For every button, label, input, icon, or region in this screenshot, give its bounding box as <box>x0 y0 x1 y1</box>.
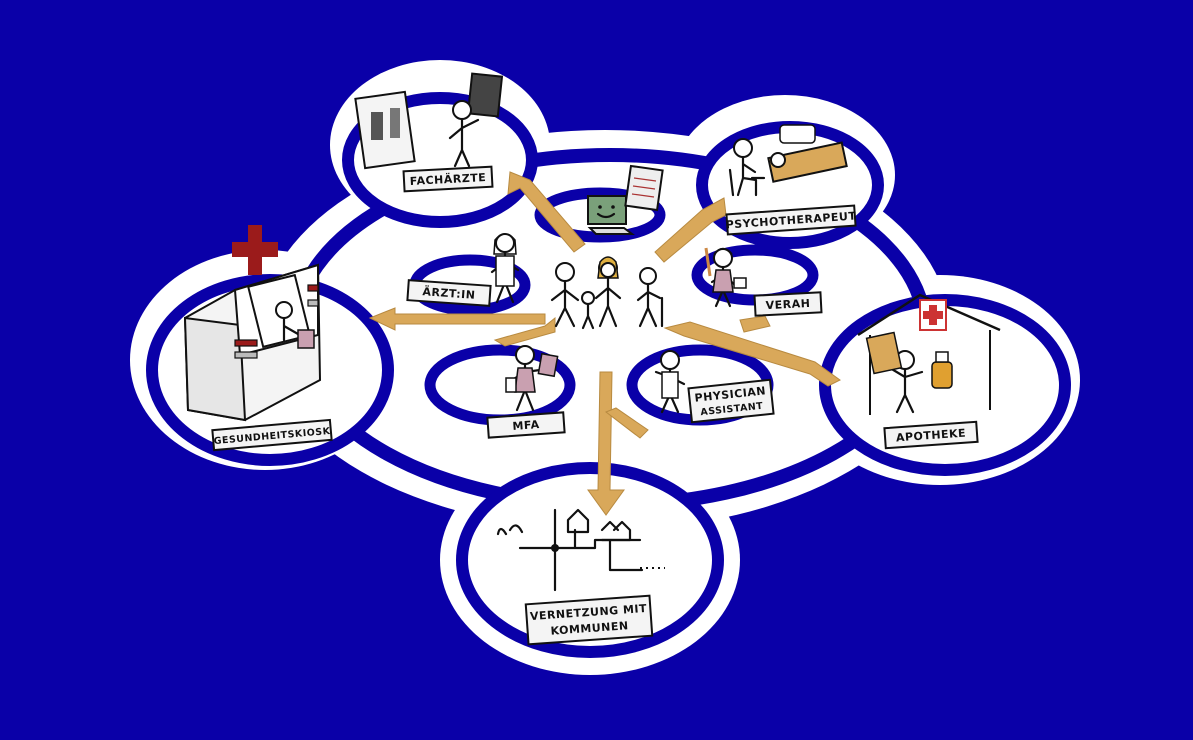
computer-icon <box>587 164 664 235</box>
label-psychotherapeut: PSYCHOTHERAPEUT <box>725 204 857 236</box>
aerztin-label-text: ÄRZT:IN <box>422 284 476 302</box>
label-gesundheitskiosk: GESUNDHEITSKIOSK <box>211 418 333 452</box>
arrow-to-fachaerzte <box>507 171 586 253</box>
psychotherapeut-illustration <box>728 124 848 197</box>
apotheke-label-text: APOTHEKE <box>896 427 967 445</box>
label-vernetzung: VERNETZUNG MIT KOMMUNEN <box>524 594 654 646</box>
pharmacy-sign-icon <box>919 299 947 331</box>
fachaerzte-illustration <box>354 72 504 170</box>
arrow-to-physician <box>604 407 649 439</box>
arrow-to-vernetzung <box>587 371 625 516</box>
fachaerzte-label-text: FACHÄRZTE <box>409 170 486 188</box>
gesundheitskiosk-illustration <box>183 225 322 422</box>
patient-family-icon <box>550 256 664 330</box>
physician-assistant-illustration <box>654 350 686 414</box>
verah-label-text: VERAH <box>765 297 810 312</box>
arrow-to-mfa <box>493 316 556 347</box>
label-aerztin: ÄRZT:IN <box>406 279 492 307</box>
arrow-to-verah <box>739 315 771 333</box>
connection-arrows <box>368 171 841 516</box>
label-apotheke: APOTHEKE <box>883 420 979 450</box>
label-fachaerzte: FACHÄRZTE <box>402 165 494 193</box>
mfa-label-text: MFA <box>512 418 540 433</box>
verah-illustration <box>704 247 747 308</box>
label-physician-assistant: PHYSICIAN ASSISTANT <box>687 378 775 424</box>
mfa-illustration <box>505 345 559 412</box>
arrow-to-gesundheitskiosk <box>368 307 546 331</box>
apotheke-illustration <box>857 293 1001 415</box>
arrow-to-apotheke <box>663 321 841 387</box>
aerztin-illustration <box>490 233 520 304</box>
red-cross-icon <box>232 225 278 275</box>
vernetzung-illustration <box>496 508 665 592</box>
label-verah: VERAH <box>753 291 823 317</box>
vernetzung-label-line2: KOMMUNEN <box>550 619 629 637</box>
label-mfa: MFA <box>486 411 566 439</box>
